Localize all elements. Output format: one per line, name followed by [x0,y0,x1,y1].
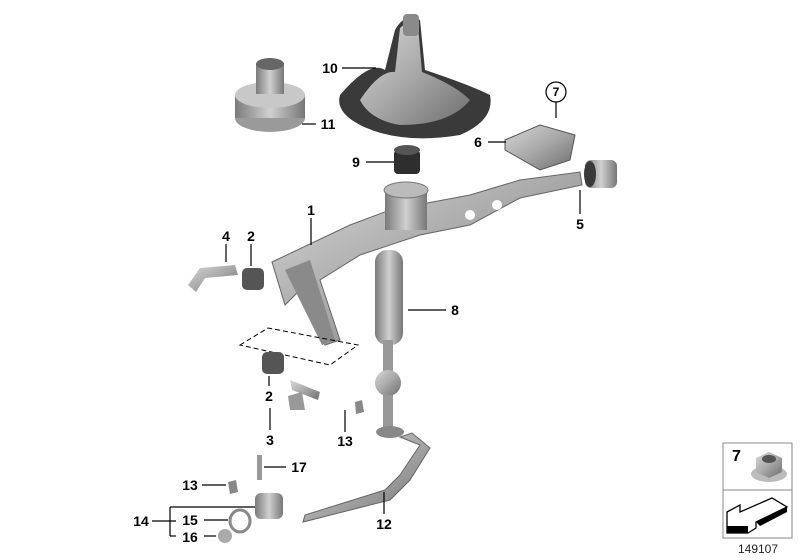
callout-17: 17 [291,459,307,475]
callout-14: 14 [133,513,149,529]
callout-10: 10 [322,60,338,76]
callout-4: 4 [222,228,230,244]
callout-circle-7 [545,81,567,103]
bushing-part-2-upper [242,268,264,290]
callout-7: 7 [552,85,560,99]
gear-boot-part [339,14,491,139]
shift-rod-part [302,432,431,523]
shift-housing-part [271,171,583,346]
legend-part-number: 7 [732,448,741,465]
callout-2-upper: 2 [247,228,255,244]
hex-flange-nut-icon [751,452,787,482]
washer-part-16 [218,529,232,543]
callout-3: 3 [266,432,274,448]
clip-part-13-lower [228,480,238,494]
callout-13-upper: 13 [337,433,353,449]
callout-2-lower: 2 [265,388,273,404]
shift-lever-part [375,250,404,438]
diagram-id: 149107 [737,542,779,556]
bushing-part-2-lower [262,352,284,374]
direction-arrow-icon [726,497,789,534]
callout-8: 8 [451,302,459,318]
callout-12: 12 [376,516,392,532]
leader-lines [152,67,581,537]
bushing-part-14 [255,493,283,519]
legend-box [722,442,793,539]
pin-part-4 [188,265,238,292]
callout-5: 5 [576,216,584,232]
callout-1: 1 [307,202,315,218]
clip-part-13-upper [355,400,364,414]
callout-16: 16 [182,529,198,545]
callout-6: 6 [474,134,482,150]
callout-9: 9 [352,154,360,170]
callout-15: 15 [182,512,198,528]
callout-11: 11 [320,116,336,132]
ring-part [235,58,305,132]
bracket-part-6 [504,124,576,171]
clip-part-3 [288,392,305,410]
pin-part-17 [257,455,262,480]
o-ring-part-15 [228,508,252,534]
bushing-part-5 [584,160,617,188]
callout-13-lower: 13 [182,477,198,493]
bushing-part-9 [394,145,420,174]
assembly-outline [238,327,360,366]
